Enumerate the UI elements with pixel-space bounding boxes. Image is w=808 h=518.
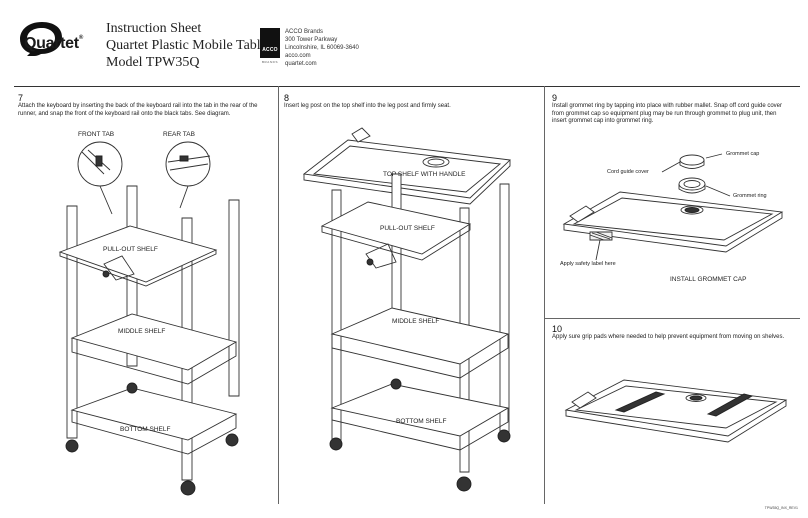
install-grommet-cap-caption: INSTALL GROMMET CAP (670, 276, 747, 283)
pull-out-shelf-label-2: PULL-OUT SHELF (380, 225, 435, 232)
step-divider (544, 318, 800, 319)
grommet-cap-label: Grommet cap (726, 151, 760, 157)
step-9-number: 9 (552, 93, 558, 103)
brand-name: Quartet® (24, 35, 83, 52)
safety-label-note: Apply safety label here (560, 261, 616, 267)
step-10-grip-pad-diagram (560, 366, 790, 476)
company-address: ACCO Brands 300 Tower Parkway Lincolnshi… (285, 29, 359, 67)
title-line-3: Model TPW35Q (106, 55, 200, 70)
pull-out-shelf-label-1: PULL-OUT SHELF (103, 246, 158, 253)
bottom-shelf-label-2: BOTTOM SHELF (396, 418, 447, 425)
step-10-text: Apply sure grip pads where needed to hel… (552, 334, 785, 340)
top-shelf-label: TOP SHELF WITH HANDLE (383, 171, 466, 178)
title-line-2: Quartet Plastic Mobile Tables (106, 38, 273, 53)
header-divider (14, 86, 800, 87)
step-10-number: 10 (552, 324, 563, 334)
front-tab-label: FRONT TAB (78, 131, 115, 138)
document-code: TPW35Q_INX_REV1 (764, 506, 798, 510)
column-divider-1 (278, 86, 279, 504)
step-7-text: Attach the keyboard by inserting the bac… (18, 103, 258, 117)
cord-guide-cover-label: Cord guide cover (607, 169, 649, 175)
step-8-cart-diagram (300, 126, 530, 496)
quartet-q-logo-icon (20, 22, 62, 56)
acco-brands-logo: ACCO BRANDS (260, 28, 280, 64)
bottom-shelf-label-1: BOTTOM SHELF (120, 426, 171, 433)
middle-shelf-label-1: MIDDLE SHELF (118, 328, 166, 335)
rear-tab-label: REAR TAB (163, 131, 195, 138)
step-8-text: Insert leg post on the top shelf into th… (284, 103, 451, 109)
step-8-number: 8 (284, 93, 290, 103)
column-divider-2 (544, 86, 545, 504)
step-7-cart-diagram (60, 138, 270, 498)
sheet-title: Instruction Sheet Quartet Plastic Mobile… (106, 20, 272, 71)
step-9-grommet-diagram (556, 148, 786, 278)
grommet-ring-label: Grommet ring (733, 193, 767, 199)
step-7-number: 7 (18, 93, 24, 103)
middle-shelf-label-2: MIDDLE SHELF (392, 318, 440, 325)
step-9-text: Install grommet ring by tapping into pla… (552, 103, 783, 124)
title-line-1: Instruction Sheet (106, 21, 202, 36)
